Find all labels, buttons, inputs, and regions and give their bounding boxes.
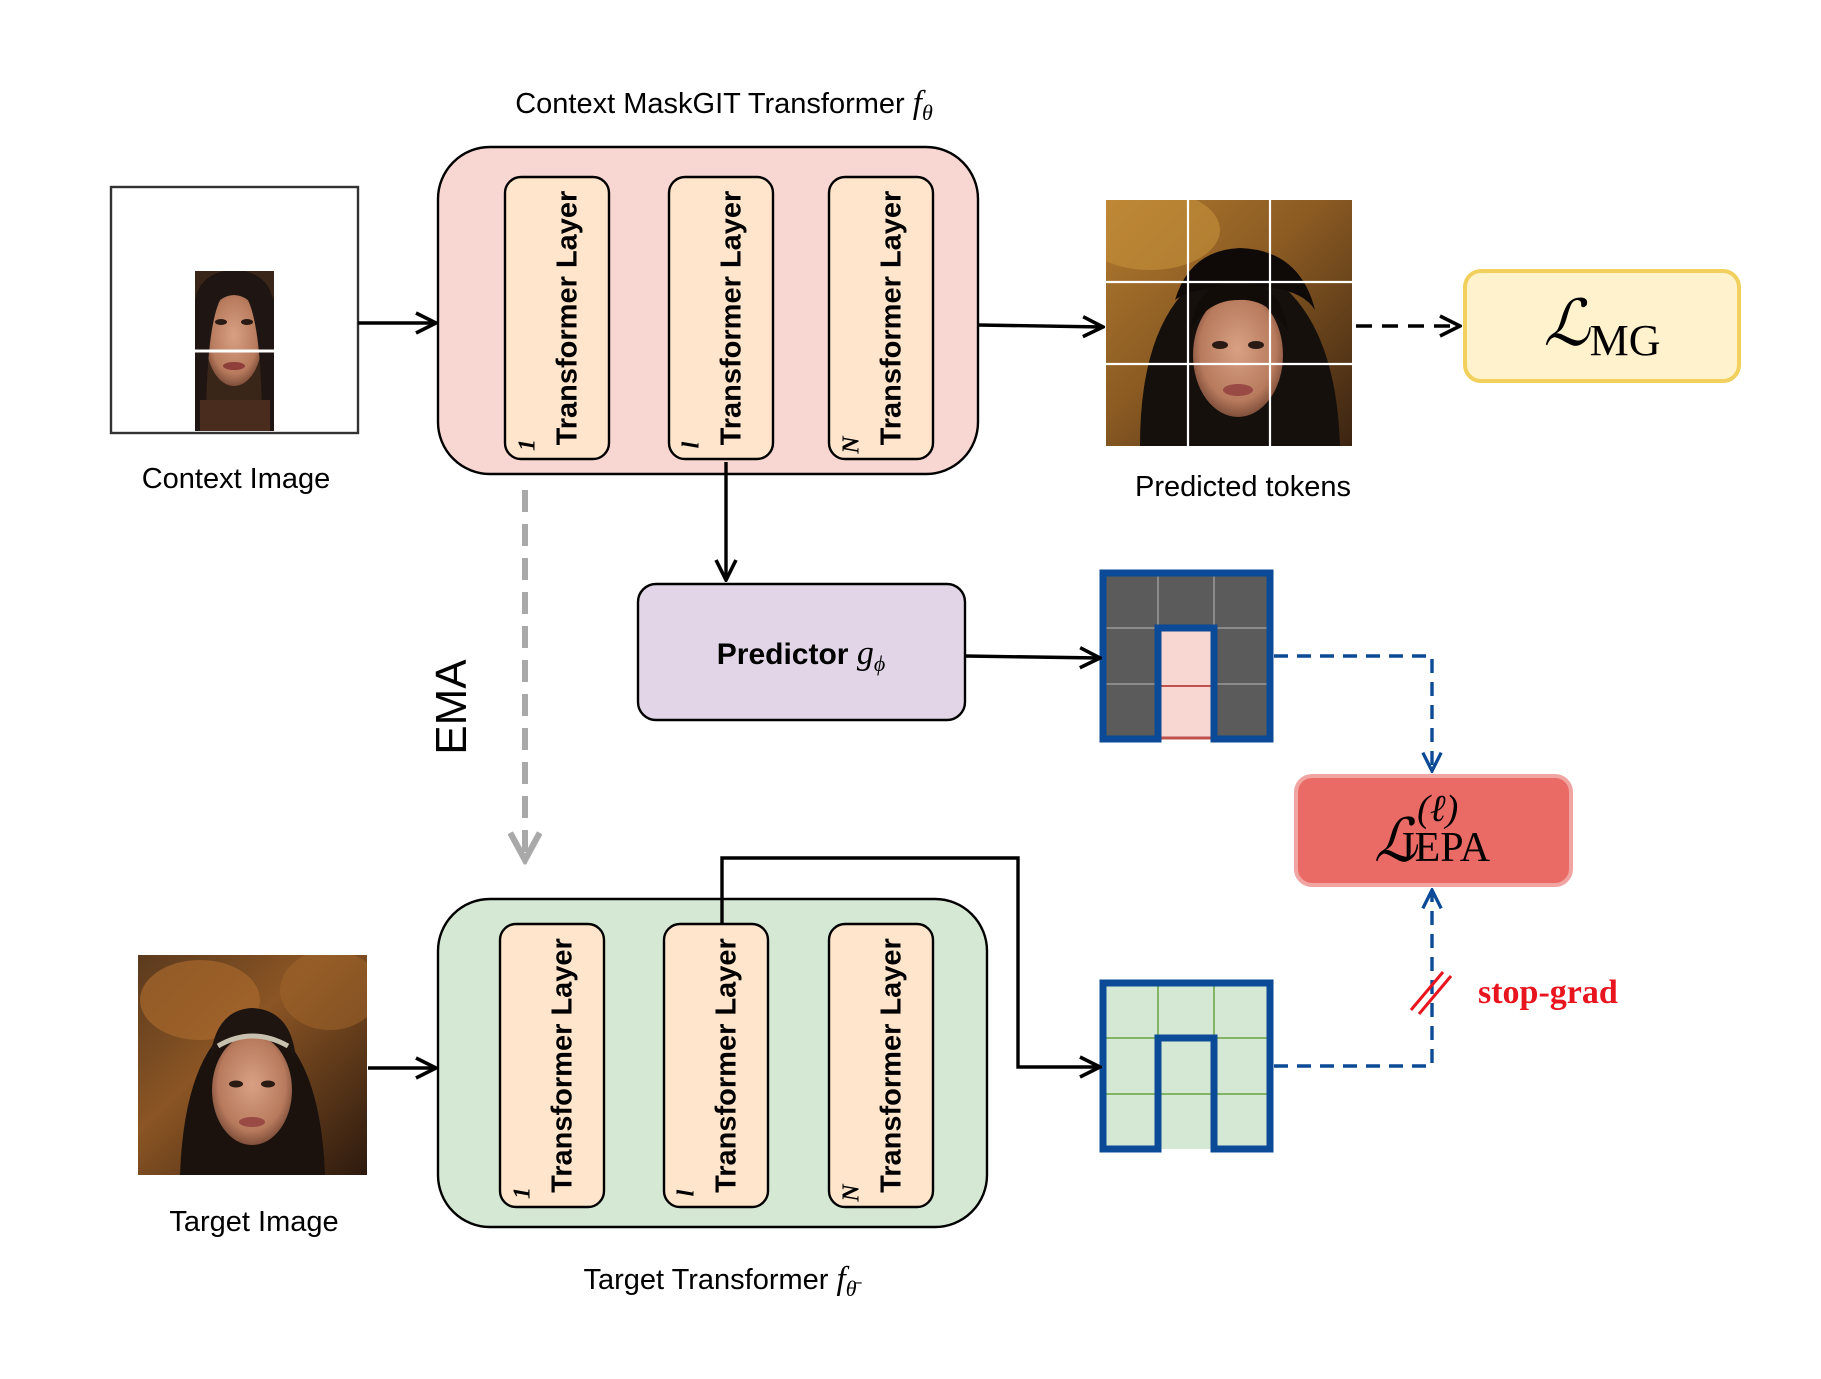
- target-layer-index: l: [674, 1189, 700, 1196]
- target-face-photo: [138, 955, 367, 1175]
- context-layer-box: [827, 175, 935, 461]
- ema-connector: EMA: [427, 490, 525, 860]
- target-layer-box: [498, 922, 606, 1209]
- context-image-label: Context Image: [142, 463, 331, 495]
- stop-grad-slash-1: [1409, 971, 1445, 1011]
- predictor-block: Predictor gϕ: [636, 582, 967, 722]
- target-embedding-grid: [1099, 979, 1274, 1153]
- context-encoder-title: Context MaskGIT Transformer fθ: [515, 85, 933, 125]
- stop-grad-marker: stop-grad: [1409, 971, 1618, 1015]
- predicted-embedding-grid: [1099, 569, 1274, 743]
- context-layer-2: Transformer Layer l: [667, 175, 775, 461]
- target-layer-1: Transformer Layer 1: [498, 922, 606, 1209]
- target-image-panel: Target Image: [138, 955, 367, 1238]
- target-encoder-title: Target Transformer fθ̄: [583, 1261, 862, 1301]
- ema-label: EMA: [427, 659, 476, 755]
- context-layer-label: Transformer Layer: [716, 191, 748, 446]
- predicted-tokens-photo: [1106, 200, 1352, 446]
- context-layer-index: N: [839, 435, 865, 455]
- solid-arrows: [358, 323, 1103, 1068]
- target-layer-index: 1: [510, 1187, 536, 1199]
- target-layer-label: Transformer Layer: [876, 938, 908, 1193]
- arrow-prediction-to-loss-jepa: [1274, 654, 1432, 771]
- context-layer-index: l: [679, 441, 705, 448]
- predicted-tokens-label: Predicted tokens: [1135, 471, 1351, 503]
- context-layer-1: Transformer Layer 1: [503, 175, 611, 461]
- stop-grad-label: stop-grad: [1478, 974, 1618, 1011]
- context-layer-label: Transformer Layer: [552, 191, 584, 446]
- context-image-panel: Context Image: [109, 185, 360, 495]
- predicted-tokens-panel: Predicted tokens: [1106, 200, 1352, 503]
- target-layer-box: [827, 922, 935, 1209]
- loss-jepa-box: ℒ(ℓ)JEPA: [1294, 774, 1573, 887]
- context-layer-box: [503, 175, 611, 461]
- predicted-tokens-grid: [1106, 200, 1352, 446]
- loss-jepa-label: ℒ(ℓ)JEPA: [1374, 788, 1491, 874]
- arrow-encoder-to-predicted-tokens: [977, 325, 1103, 327]
- predictor-box: [636, 582, 967, 722]
- target-layer-2: Transformer Layer l: [662, 922, 770, 1209]
- context-layer-label: Transformer Layer: [876, 191, 908, 446]
- loss-mg-label: ℒMG: [1544, 288, 1661, 365]
- target-image-label: Target Image: [169, 1206, 338, 1238]
- context-layer-index: 1: [515, 439, 541, 451]
- predictor-label: Predictor gϕ: [717, 635, 885, 676]
- dashed-arrows: [1274, 326, 1460, 1068]
- context-face-crop: [195, 271, 274, 431]
- target-layer-label: Transformer Layer: [547, 938, 579, 1193]
- target-layer-box: [662, 922, 770, 1209]
- arrow-predictor-to-embedding: [964, 656, 1100, 658]
- context-encoder: Context MaskGIT Transformer fθ Transform…: [436, 85, 980, 476]
- target-layer-label: Transformer Layer: [711, 938, 743, 1193]
- loss-mg-box: ℒMG: [1463, 269, 1741, 383]
- arrow-target-to-loss-jepa: [1274, 890, 1432, 1068]
- stop-grad-slash-2: [1417, 975, 1453, 1015]
- context-layer-box: [667, 175, 775, 461]
- target-layer-index: N: [839, 1183, 865, 1203]
- arrow-target-layer-to-embedding: [720, 856, 1100, 1067]
